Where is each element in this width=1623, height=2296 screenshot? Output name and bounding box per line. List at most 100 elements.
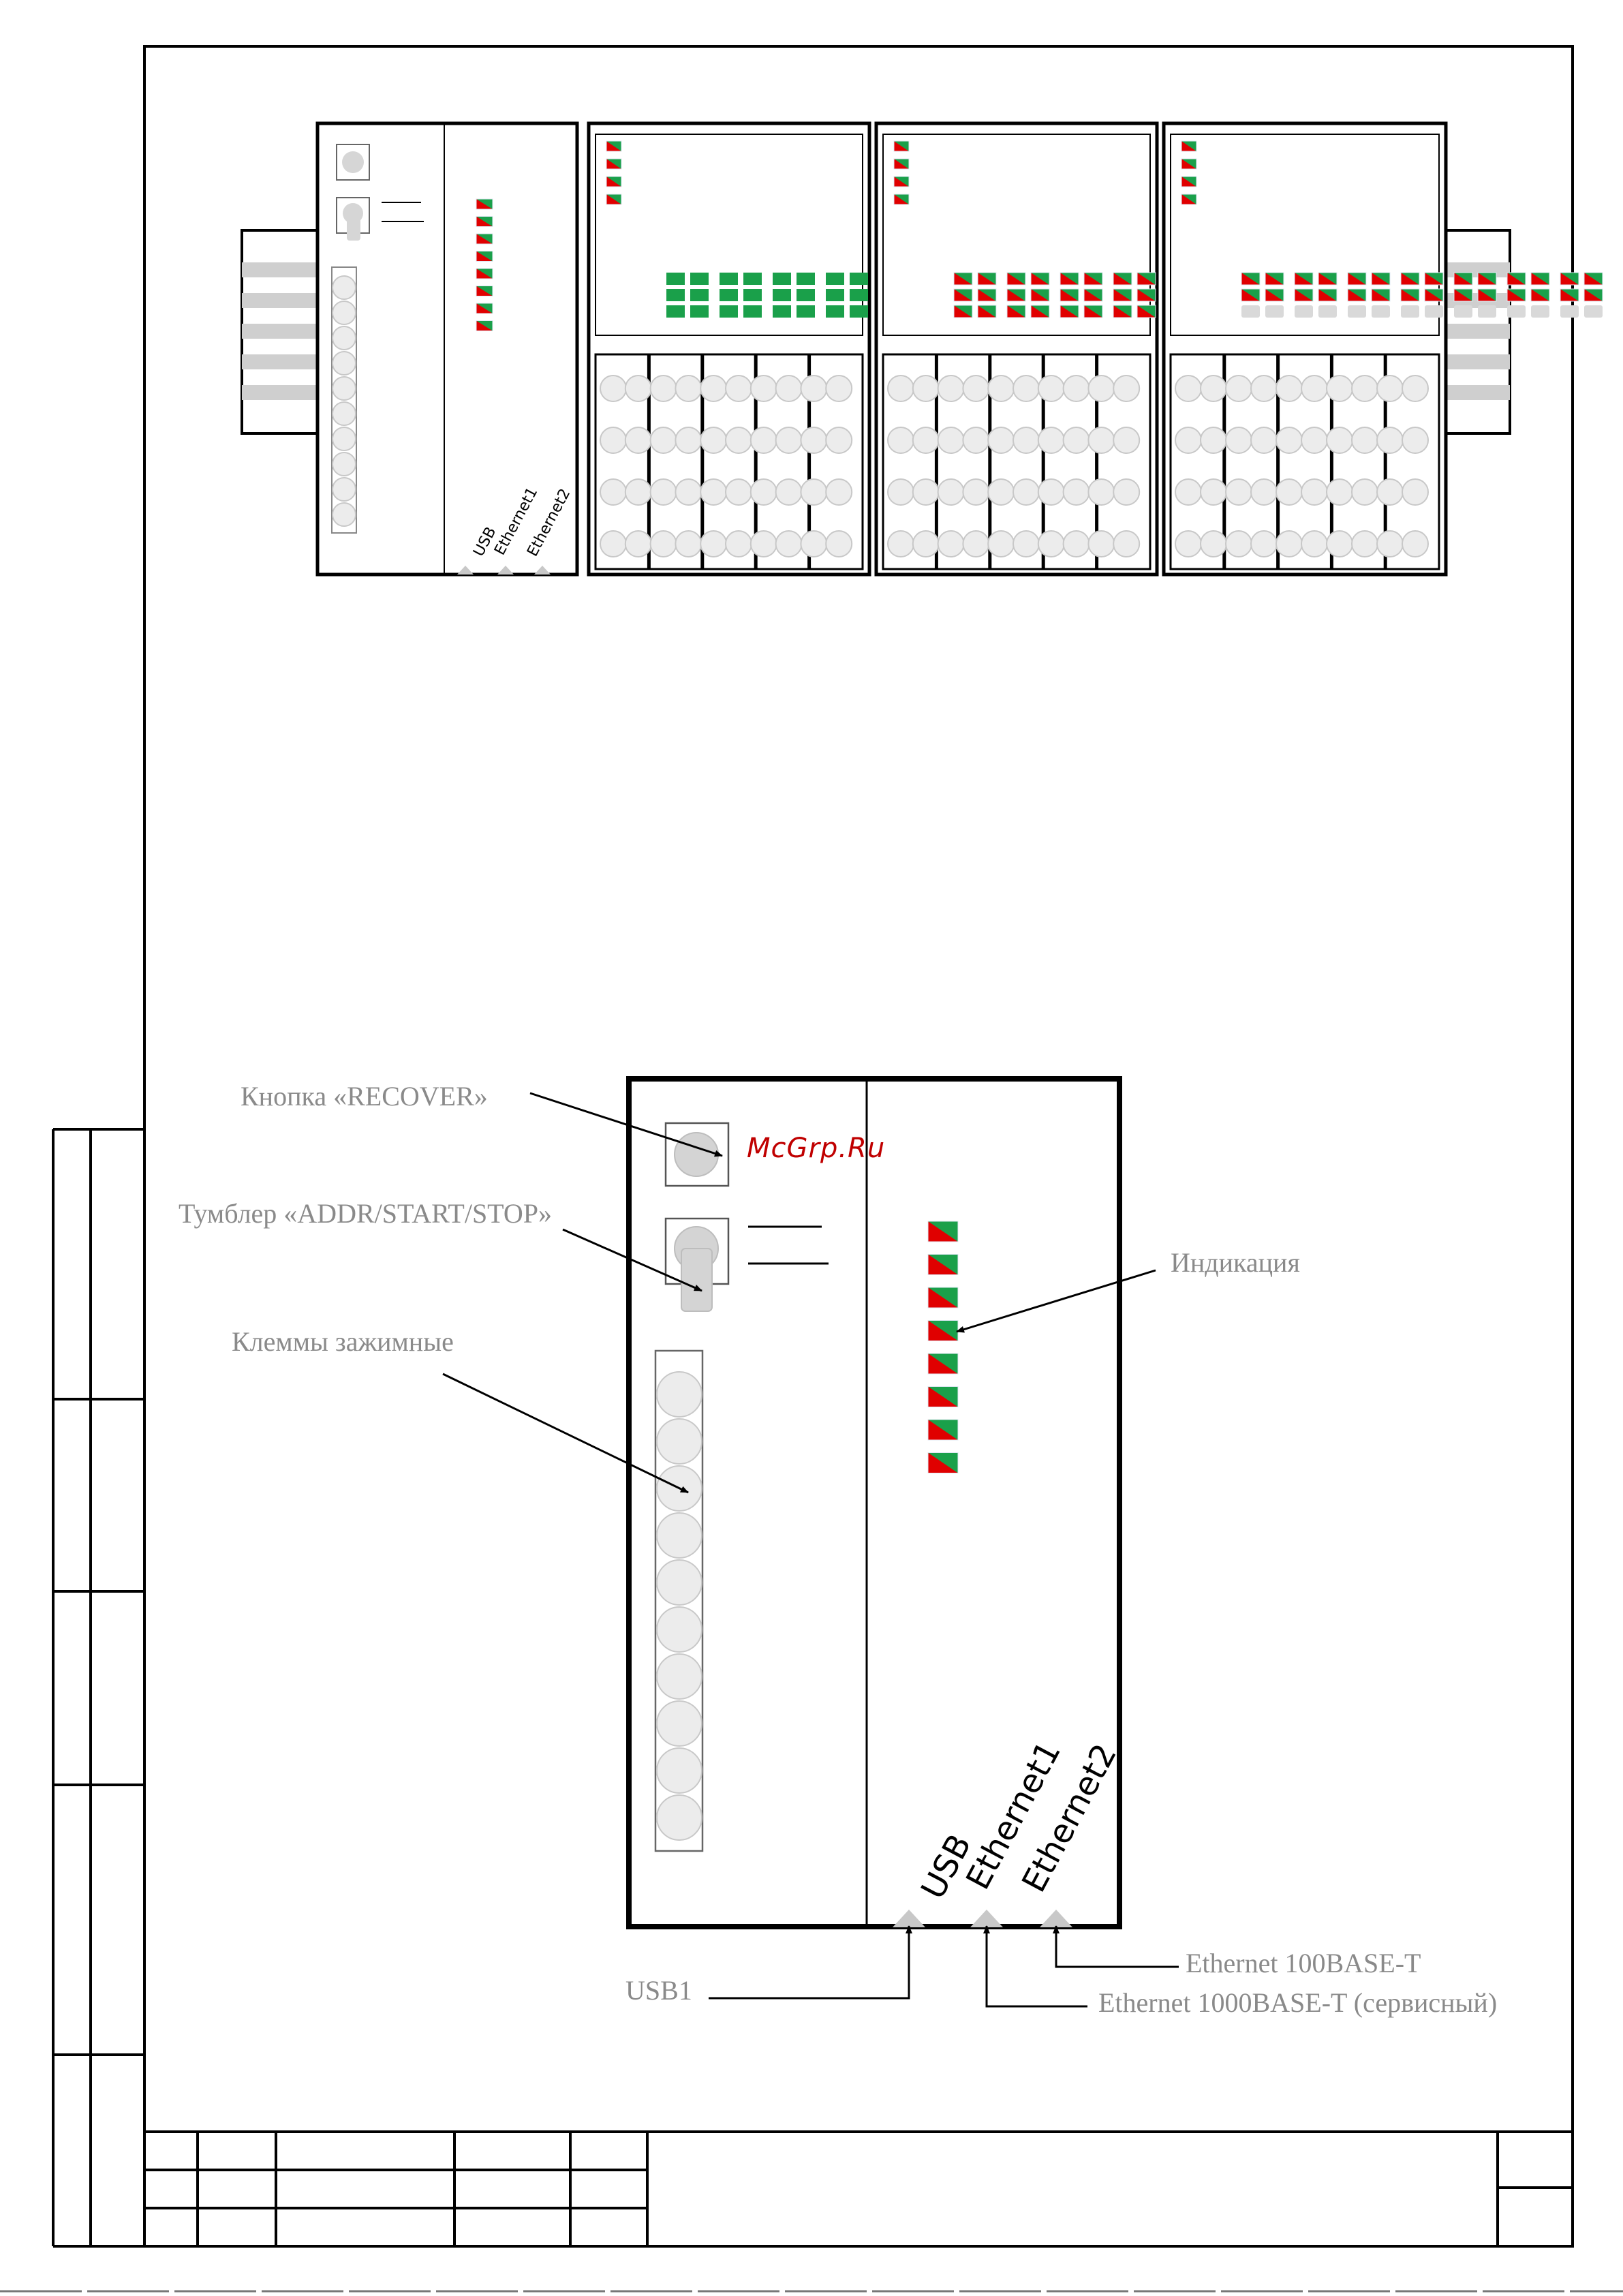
terminal-clamp <box>333 352 356 375</box>
module-status-led <box>894 159 909 169</box>
terminal-clamp <box>1113 479 1139 505</box>
terminal-clamp <box>801 427 826 453</box>
channel-led <box>1241 273 1260 285</box>
watermark: McGrp.Ru <box>747 1133 885 1164</box>
cpu-module-small: USBEthernet1Ethernet2 <box>318 123 577 575</box>
terminal-clamp <box>333 478 356 501</box>
channel-led <box>850 305 868 318</box>
terminal-clamp <box>988 427 1014 453</box>
terminal-clamp <box>675 479 701 505</box>
status-led <box>928 1453 958 1473</box>
channel-led <box>1372 289 1390 301</box>
terminal-clamp <box>1226 531 1252 557</box>
terminal-clamp <box>1038 531 1064 557</box>
terminal-clamp <box>751 427 777 453</box>
terminal-clamp <box>1276 427 1302 453</box>
channel-led <box>1372 273 1390 285</box>
terminal-clamp <box>600 479 626 505</box>
channel-led <box>1560 289 1579 301</box>
terminal-clamp <box>826 531 852 557</box>
channel-led <box>720 305 738 318</box>
terminal-clamp <box>1201 427 1226 453</box>
channel-led <box>1584 289 1603 301</box>
module-status-led <box>606 194 621 204</box>
terminal-clamp <box>913 376 939 401</box>
terminal-clamp <box>726 427 752 453</box>
channel-led <box>1060 273 1079 285</box>
channel-led <box>1348 305 1366 318</box>
terminal-clamp <box>1175 531 1201 557</box>
side-stamp <box>53 1129 144 2246</box>
channel-led <box>826 289 844 301</box>
module-status-led <box>894 141 909 151</box>
terminal-clamp <box>1276 531 1302 557</box>
terminal-clamp <box>988 479 1014 505</box>
terminal-clamp <box>751 479 777 505</box>
module-status-led <box>606 177 621 187</box>
terminal-clamp <box>1038 376 1064 401</box>
terminal-clamp <box>1201 376 1226 401</box>
terminal-clamp <box>657 1607 702 1652</box>
terminal-clamp <box>1276 479 1302 505</box>
channel-led <box>690 305 709 318</box>
channel-led <box>1295 305 1313 318</box>
channel-led <box>1113 305 1132 318</box>
channel-led <box>1531 289 1549 301</box>
terminal-clamp <box>1327 376 1352 401</box>
terminal-clamp <box>1088 376 1114 401</box>
terminal-clamp <box>1301 376 1327 401</box>
channel-led <box>720 289 738 301</box>
terminal-clamp <box>1201 479 1226 505</box>
terminal-clamp <box>651 531 677 557</box>
channel-led <box>1084 273 1102 285</box>
channel-led <box>1401 289 1419 301</box>
channel-led <box>1401 305 1419 318</box>
terminal-clamp <box>963 531 989 557</box>
module-status-led <box>606 141 621 151</box>
channel-led <box>690 289 709 301</box>
terminal-clamp <box>1088 427 1114 453</box>
terminal-clamp <box>333 276 356 299</box>
terminal-clamp <box>1377 479 1403 505</box>
terminal-clamp <box>888 427 914 453</box>
terminal-clamp <box>600 427 626 453</box>
terminal-clamp <box>1064 531 1089 557</box>
channel-led <box>1560 305 1579 318</box>
terminal-clamp <box>1013 479 1039 505</box>
channel-led <box>1137 289 1156 301</box>
status-led <box>476 251 493 262</box>
ethernet-1000-label: Ethernet 1000BASE-T (сервисный) <box>1098 1987 1497 2018</box>
terminal-clamp <box>988 376 1014 401</box>
terminal-clamp <box>938 531 964 557</box>
terminal-clamp <box>1064 376 1089 401</box>
status-led <box>928 1287 958 1308</box>
channel-led <box>954 305 972 318</box>
terminal-clamp <box>625 376 651 401</box>
terminal-clamp <box>1327 427 1352 453</box>
status-led <box>928 1221 958 1242</box>
terminal-clamp <box>1276 376 1302 401</box>
channel-led <box>1401 273 1419 285</box>
channel-led <box>826 273 844 285</box>
module-status-led <box>1181 177 1196 187</box>
terminal-clamp <box>333 402 356 425</box>
terminal-clamp <box>938 479 964 505</box>
channel-led <box>850 273 868 285</box>
terminal-clamp <box>751 531 777 557</box>
channel-led <box>1560 273 1579 285</box>
terminal-clamp <box>1251 427 1277 453</box>
terminal-clamp <box>1402 376 1428 401</box>
terminal-clamp <box>333 503 356 526</box>
terminal-clamp <box>1175 479 1201 505</box>
channel-led <box>1584 273 1603 285</box>
terminal-clamp <box>1113 427 1139 453</box>
terminal-clamp <box>1088 531 1114 557</box>
channel-led <box>690 273 709 285</box>
terminal-clamp <box>657 1654 702 1699</box>
channel-led <box>1060 289 1079 301</box>
terminal-clamp <box>657 1372 702 1417</box>
terminal-clamp <box>801 376 826 401</box>
channel-led <box>1007 289 1025 301</box>
terminal-clamp <box>751 376 777 401</box>
terminal-clamp <box>1377 531 1403 557</box>
